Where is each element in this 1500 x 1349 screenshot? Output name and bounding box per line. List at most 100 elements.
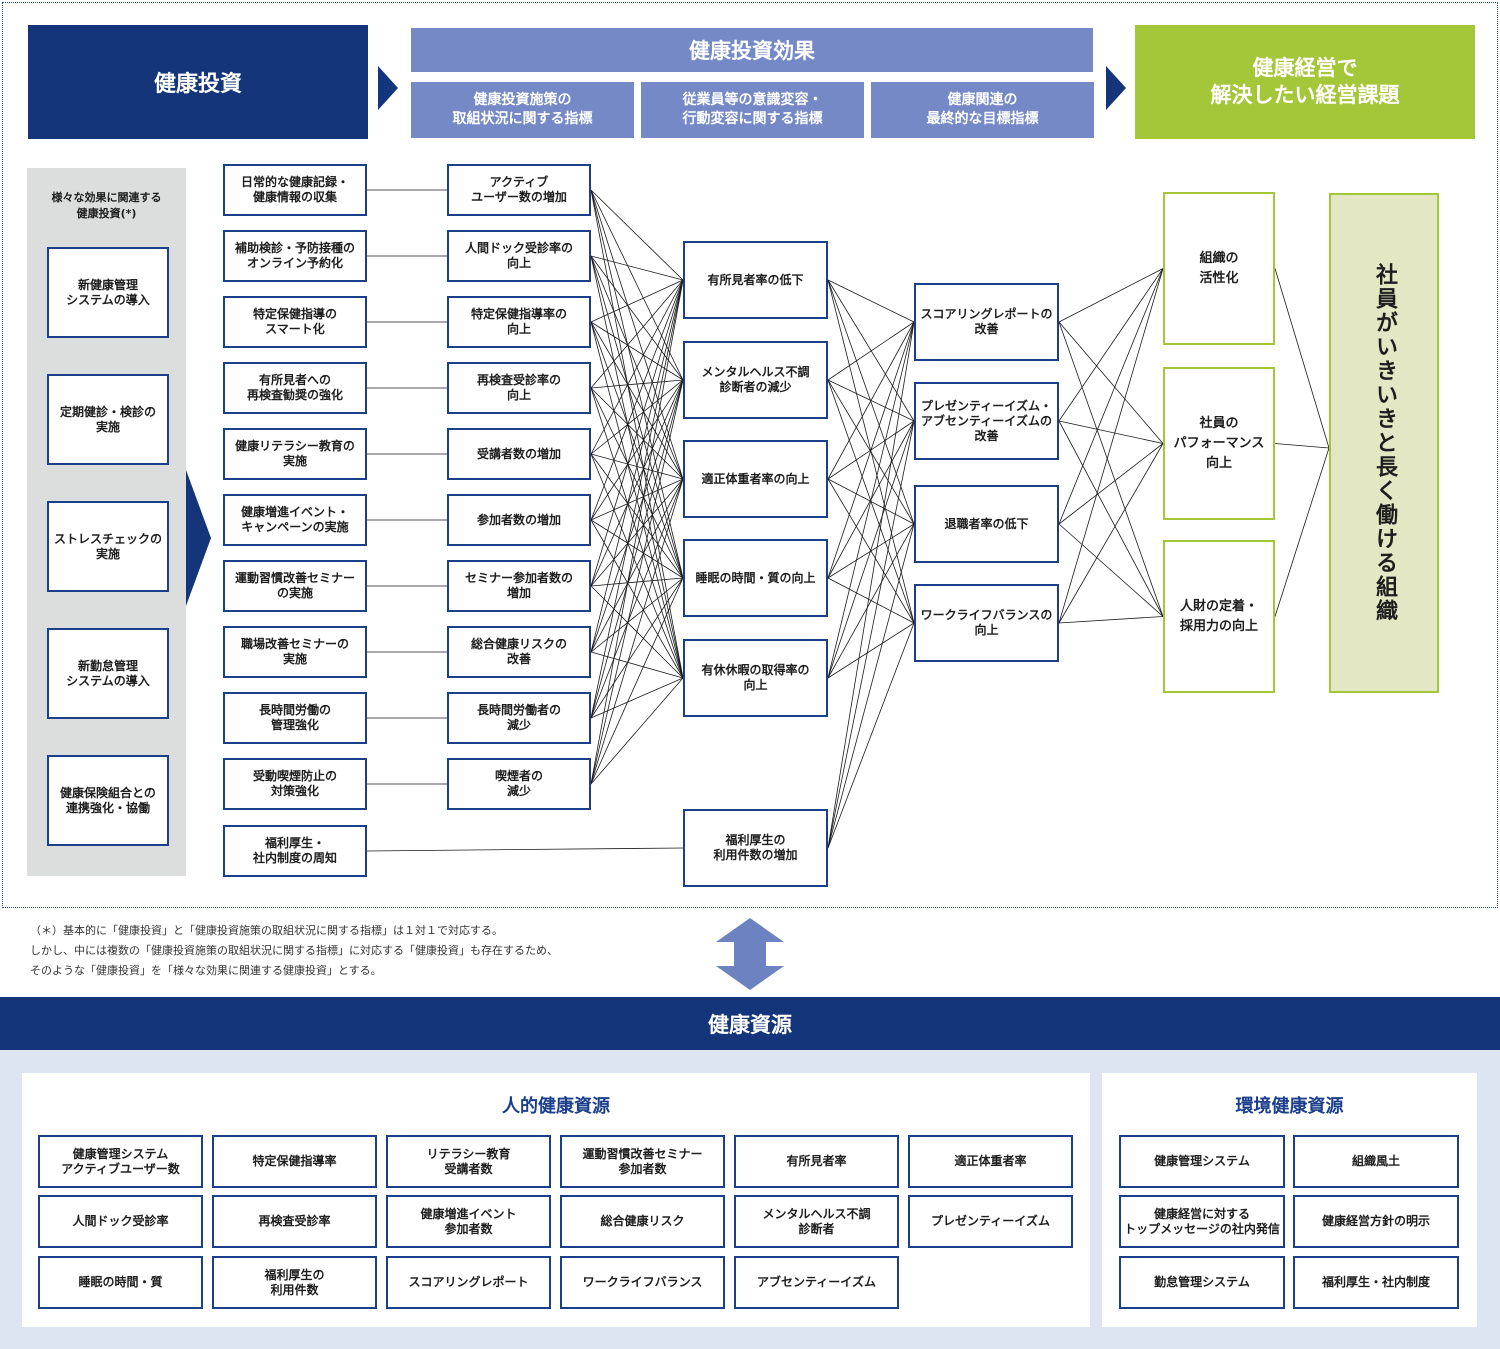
final-goal: 社員がいきいきと長く働ける組織 — [1329, 193, 1439, 693]
human-resource-item: 適正体重者率 — [908, 1135, 1073, 1188]
connector-line — [827, 321, 915, 679]
indicator-box: 特定保健指導率の 向上 — [447, 296, 591, 348]
connector-line — [1058, 616, 1164, 624]
footnote: （＊）基本的に「健康投資」と「健康投資施策の取組状況に関する指標」は１対１で対応… — [30, 924, 558, 977]
env-resource-item: 健康経営方針の明示 — [1293, 1195, 1459, 1248]
connector-line — [827, 420, 915, 679]
human-resource-item: ワークライフバランス — [560, 1256, 725, 1309]
resources-band: 健康資源 — [0, 997, 1500, 1050]
connector-line — [590, 379, 684, 455]
connector-line — [590, 379, 684, 521]
indicator-box: 参加者数の増加 — [447, 494, 591, 546]
connector-line — [827, 523, 915, 849]
target-indicator-box: ワークライフバランスの 向上 — [914, 584, 1059, 662]
investment-box: 健康リテラシー教育の 実施 — [223, 428, 367, 480]
human-resource-item: 再検査受診率 — [212, 1195, 377, 1248]
investment-box: 職場改善セミナーの 実施 — [223, 626, 367, 678]
connector-line — [590, 279, 684, 653]
connector-line — [1058, 321, 1164, 444]
connector-line — [827, 321, 915, 849]
connector-line — [1274, 268, 1330, 449]
indicator-box: アクティブ ユーザー数の増加 — [447, 164, 591, 216]
human-resource-item: 総合健康リスク — [560, 1195, 725, 1248]
connector-line — [590, 379, 684, 719]
connector-line — [590, 478, 684, 653]
connector-line — [827, 622, 915, 849]
indicator-box: 受講者数の増加 — [447, 428, 591, 480]
investment-box: 長時間労働の 管理強化 — [223, 692, 367, 744]
investment-box: 日常的な健康記録・ 健康情報の収集 — [223, 164, 367, 216]
connector-line — [590, 321, 684, 381]
investment-box: 福利厚生・ 社内制度の周知 — [223, 825, 367, 877]
connector-line — [590, 279, 684, 587]
connector-line — [1058, 268, 1164, 422]
human-resource-item: プレゼンティーイズム — [908, 1195, 1073, 1248]
connector-line — [590, 255, 684, 281]
behavior-box: 適正体重者率の向上 — [683, 440, 828, 518]
connector-line — [590, 478, 684, 719]
multi-effect-item: 新健康管理 システムの導入 — [47, 247, 169, 338]
connector-line — [1058, 523, 1164, 617]
investment-box: 特定保健指導の スマート化 — [223, 296, 367, 348]
env-resource-item: 健康経営に対する トップメッセージの社内発信 — [1119, 1195, 1285, 1248]
connector-line — [827, 622, 915, 679]
target-indicator-box: 退職者率の低下 — [914, 485, 1059, 563]
target-indicator-box: プレゼンティーイズム・ アブセンティーイズムの 改善 — [914, 382, 1059, 460]
behavior-box: メンタルヘルス不調 診断者の減少 — [683, 341, 828, 419]
connector-line — [827, 279, 915, 323]
investment-box: 運動習慣改善セミナー の実施 — [223, 560, 367, 612]
human-resources-title: 人的健康資源 — [502, 1096, 610, 1117]
header-effect: 健康投資効果 — [411, 28, 1093, 72]
connector-line — [1058, 321, 1164, 617]
connector-line — [827, 321, 915, 579]
management-issue-box: 人財の定着・ 採用力の向上 — [1163, 540, 1275, 693]
behavior-box: 有休休暇の取得率の 向上 — [683, 639, 828, 717]
indicator-box: 総合健康リスクの 改善 — [447, 626, 591, 678]
connector-line — [1058, 268, 1164, 323]
header-sub-2: 従業員等の意識変容・ 行動変容に関する指標 — [641, 82, 864, 138]
connector-line — [590, 577, 684, 719]
connector-line — [827, 279, 915, 422]
behavior-box: 睡眠の時間・質の向上 — [683, 539, 828, 617]
connector-line — [590, 279, 684, 521]
multi-effect-item: ストレスチェックの 実施 — [47, 501, 169, 592]
multi-effect-item: 定期健診・検診の 実施 — [47, 374, 169, 465]
management-issue-box: 社員の パフォーマンス 向上 — [1163, 367, 1275, 520]
final-goal-text: 社員がいきいきと長く働ける組織 — [1372, 263, 1397, 623]
connector-line — [590, 279, 684, 455]
indicator-box: 喫煙者の 減少 — [447, 758, 591, 810]
connector-line — [590, 279, 684, 389]
env-resources-title: 環境健康資源 — [1235, 1096, 1344, 1117]
human-resource-item: 有所見者率 — [734, 1135, 899, 1188]
management-issue-box: 組織の 活性化 — [1163, 192, 1275, 345]
connector-line — [1058, 420, 1164, 617]
human-resource-item: 運動習慣改善セミナー 参加者数 — [560, 1135, 725, 1188]
arrow-right-icon — [378, 66, 398, 110]
indicator-box: 再検査受診率の 向上 — [447, 362, 591, 414]
connector-line — [590, 651, 684, 679]
connector-line — [827, 321, 915, 381]
connector-line — [1058, 268, 1164, 624]
human-resource-item: スコアリングレポート — [386, 1256, 551, 1309]
connector-line — [366, 847, 684, 852]
human-resource-item: 福利厚生の 利用件数 — [212, 1256, 377, 1309]
arrow-right-icon — [186, 470, 211, 606]
indicator-box: セミナー参加者数の 増加 — [447, 560, 591, 612]
human-resource-item: メンタルヘルス不調 診断者 — [734, 1195, 899, 1248]
connector-line — [1058, 268, 1164, 525]
indicator-box: 人間ドック受診率の 向上 — [447, 230, 591, 282]
connector-line — [590, 379, 684, 389]
human-resource-item: アブセンティーイズム — [734, 1256, 899, 1309]
human-resource-item: 睡眠の時間・質 — [38, 1256, 203, 1309]
human-resource-item: リテラシー教育 受講者数 — [386, 1135, 551, 1188]
multi-effect-title: 様々な効果に関連する 健康投資(*) — [51, 191, 162, 220]
connector-line — [827, 523, 915, 579]
connector-line — [590, 379, 684, 587]
connector-line — [590, 577, 684, 653]
header-goal: 健康経営で 解決したい経営課題 — [1135, 25, 1475, 139]
connector-line — [590, 279, 684, 323]
bidirectional-arrow-icon — [716, 918, 784, 990]
connector-line — [827, 379, 915, 525]
target-indicator-box: スコアリングレポートの 改善 — [914, 283, 1059, 361]
connector-line — [1058, 443, 1164, 624]
